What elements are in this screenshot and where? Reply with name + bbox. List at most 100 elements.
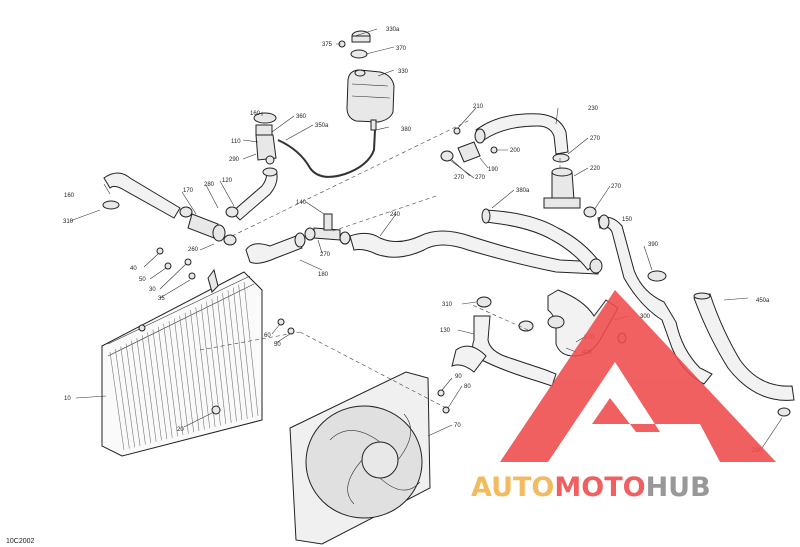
part-label: 30: [149, 287, 156, 293]
hose-150: [597, 214, 713, 385]
part-label: 80: [464, 384, 471, 390]
radiator-fin: [216, 295, 232, 423]
part-label: 70: [454, 423, 461, 429]
bolt-35: [188, 272, 196, 280]
part-label: 160: [64, 193, 75, 199]
hose-130: [451, 296, 557, 387]
radiator-fin: [120, 346, 136, 448]
part-label: 290: [229, 157, 240, 163]
watermark-moto: MOTO: [554, 472, 645, 503]
hose-240: [349, 230, 601, 275]
filler-neck: [253, 112, 277, 165]
radiator-fin: [174, 318, 189, 434]
part-label: 35: [158, 296, 165, 302]
radiator-fin: [190, 309, 205, 430]
fan-assembly: [289, 371, 431, 545]
part-label: 390: [648, 242, 659, 248]
radiator-fin: [168, 321, 184, 436]
screw-90: [437, 389, 445, 397]
part-label: 140: [296, 200, 307, 206]
radiator-fin: [147, 332, 162, 441]
svg-text:AUTOMOTOHUB: AUTOMOTOHUB: [471, 472, 711, 503]
part-label: 360: [296, 114, 307, 120]
radiator-fin: [238, 284, 253, 418]
radiator-fin: [232, 287, 248, 419]
radiator-fin: [243, 281, 259, 417]
part-label: 310: [442, 302, 453, 308]
screw-60: [277, 318, 285, 326]
radiator-fin: [131, 340, 146, 445]
bolt-30: [184, 258, 192, 266]
radiator-fin: [195, 307, 211, 429]
part-label: 190: [488, 167, 499, 173]
overflow-hose: [277, 129, 376, 178]
radiator-fin: [163, 323, 178, 437]
watermark-hub: HUB: [646, 472, 711, 503]
part-label: 280: [204, 182, 215, 188]
hose-380a: [481, 208, 603, 274]
nut-80: [442, 406, 450, 414]
part-label: 300: [640, 314, 651, 320]
part-label: 260: [188, 247, 199, 253]
leader-lines: [69, 28, 783, 449]
part-label: 380a: [516, 188, 530, 194]
diagram-code: 10C2002: [6, 538, 35, 545]
tee-fitting-140: [304, 213, 351, 245]
part-label: 110: [231, 139, 241, 145]
radiator-fin: [222, 293, 237, 422]
part-label: 270: [454, 175, 465, 181]
radiator-fin: [227, 290, 243, 421]
radiator-fin: [125, 343, 141, 446]
part-label: 50: [274, 342, 281, 348]
part-label: 350a: [315, 123, 329, 129]
part-label: 330: [398, 69, 409, 75]
washer-50: [164, 262, 172, 270]
part-label: 375: [322, 42, 333, 48]
part-label: 450a: [756, 298, 770, 304]
radiator-fin: [200, 304, 216, 427]
part-label: 270: [320, 252, 331, 258]
part-label: 20: [177, 427, 184, 433]
radiator-fin: [157, 326, 173, 438]
part-label: 220: [590, 166, 601, 172]
part-label: 270: [611, 184, 622, 190]
radiator-fin: [179, 315, 194, 433]
hose-120: [225, 167, 278, 221]
hose-160: [102, 172, 181, 219]
part-label: 150: [622, 217, 633, 223]
part-label: 200: [510, 148, 521, 154]
watermark-auto: AUTO: [471, 472, 554, 503]
radiator-fin: [115, 349, 130, 449]
part-label: 370: [396, 46, 407, 52]
part-label: 210: [473, 104, 484, 110]
thermostat-housing: [179, 206, 226, 242]
part-label: 380: [401, 127, 412, 133]
part-label: 120: [222, 178, 233, 184]
part-label: 60: [264, 333, 271, 339]
part-label: 130: [440, 328, 451, 334]
hose-450a: [693, 292, 795, 417]
radiator-fin: [152, 329, 168, 440]
radiator-fin: [184, 312, 200, 431]
part-label: 10: [64, 396, 71, 402]
expansion-tank: [338, 30, 395, 131]
part-label: 160: [250, 111, 261, 117]
radiator-fin: [211, 298, 227, 425]
hose-260: [223, 232, 306, 264]
hose-420: [518, 289, 627, 357]
part-label: 270: [590, 136, 601, 142]
pump-housing-220: [543, 167, 597, 218]
radiator-fin: [206, 301, 221, 426]
part-label: 50: [139, 277, 146, 283]
part-label: 170: [183, 188, 194, 194]
part-label: 310: [63, 219, 74, 225]
automotohub-watermark: AUTOMOTOHUB: [471, 290, 776, 503]
radiator-fin: [141, 335, 157, 442]
hose-230: [474, 113, 570, 163]
triangle-logo: [500, 290, 776, 462]
part-label: 90: [455, 374, 462, 380]
part-label: 330a: [386, 27, 400, 33]
radiator: [101, 268, 263, 457]
